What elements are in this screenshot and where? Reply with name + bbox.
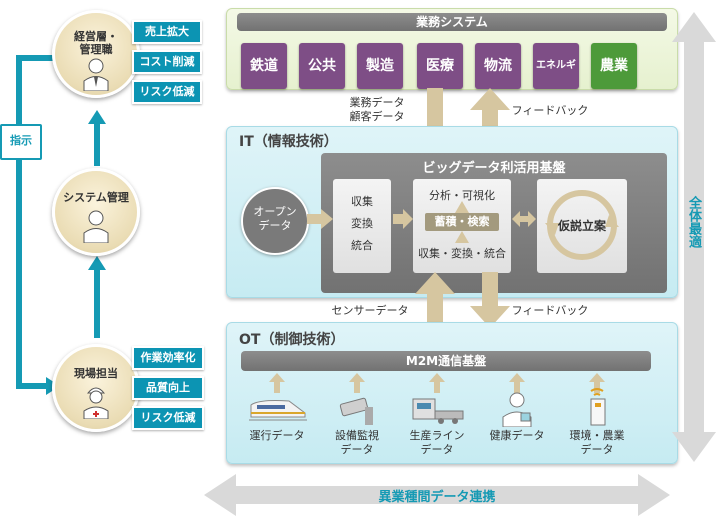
arrow-system-to-management-shaft xyxy=(94,120,100,166)
instruction-box xyxy=(0,124,42,160)
overall-optimization-label: 全体最適 xyxy=(686,196,701,248)
arrow-it-to-ot-icon xyxy=(470,272,510,328)
arrow-up-icon xyxy=(269,373,285,393)
arrow-up-small-icon xyxy=(455,201,469,213)
source-health-data: 健康データ xyxy=(489,429,545,442)
industry-public: 公共 xyxy=(299,43,345,89)
train-icon xyxy=(249,400,307,421)
business-customer-data-label: 業務データ 顧客データ xyxy=(349,96,405,123)
environment-sensor-icon xyxy=(590,388,606,426)
source-operation-data: 運行データ xyxy=(249,429,305,442)
system-title: システム管理 xyxy=(63,191,129,204)
industry-logistics: 物流 xyxy=(475,43,521,89)
collect2-label: 収集・変換・統合 xyxy=(418,247,506,260)
lower-feedback-label: フィードバック xyxy=(511,304,589,317)
horizontal-double-arrow-icon xyxy=(204,474,670,516)
collect-box xyxy=(333,179,391,273)
arrow-bidirectional-icon xyxy=(512,211,536,227)
business-system-title: 業務システム xyxy=(237,13,667,31)
arrow-up-icon xyxy=(509,373,525,393)
ot-title: OT（制御技術） xyxy=(239,332,345,348)
cycle-icon xyxy=(545,190,619,260)
management-title: 経営層・ 管理職 xyxy=(74,30,118,56)
storage-box: 蓄積・検索 xyxy=(425,213,499,231)
connector-vertical-left xyxy=(16,55,22,389)
open-data-circle xyxy=(241,187,309,255)
analysis-label: 分析・可視化 xyxy=(429,189,495,202)
arrow-right-icon xyxy=(393,209,413,229)
upper-feedback-label: フィードバック xyxy=(511,104,589,117)
bigdata-platform-title: ビッグデータ利活用基盤 xyxy=(422,161,566,176)
security-camera-icon xyxy=(339,397,373,425)
arrow-right-icon xyxy=(307,209,333,229)
collect-label: 収集 変換 統合 xyxy=(351,195,373,252)
production-line-icon xyxy=(412,398,464,424)
m2m-platform: M2M通信基盤 xyxy=(241,351,651,371)
worker-person-icon xyxy=(83,387,109,419)
tag-cost-reduction: コスト削減 xyxy=(132,50,202,74)
ot-panel: OT（制御技術） M2M通信基盤 運行データ 設備監視 データ 生産ライン デー… xyxy=(226,322,678,464)
arrow-field-to-system-shaft xyxy=(94,266,100,338)
business-system-panel: 業務システム 鉄道 公共 製造 医療 物流 エネルギー 農業 xyxy=(226,8,678,117)
connector-field-to-instruction xyxy=(16,383,50,389)
tag-risk-reduction: リスク低減 xyxy=(132,80,202,104)
field-circle: 現場担当 xyxy=(52,344,140,432)
arrow-up-small-icon xyxy=(455,231,469,243)
tag-quality-improvement: 品質向上 xyxy=(132,376,204,400)
industry-energy: エネルギー xyxy=(533,43,579,117)
industry-agriculture: 農業 xyxy=(591,43,637,89)
source-environment-agri-data: 環境・農業 データ xyxy=(569,429,625,456)
open-data-label: オープン データ xyxy=(253,205,297,232)
connector-management-to-instruction xyxy=(16,55,58,61)
industry-railway: 鉄道 xyxy=(241,43,287,89)
arrow-up-icon xyxy=(88,110,106,124)
arrow-it-to-business-icon xyxy=(470,88,510,148)
sensor-data-label: センサーデータ xyxy=(331,304,409,317)
it-title: IT（情報技術） xyxy=(239,134,338,150)
source-facility-monitoring-data: 設備監視 データ xyxy=(335,429,379,456)
industry-manufacturing: 製造 xyxy=(357,43,403,89)
arrow-up-icon xyxy=(589,373,605,393)
hypothesis-label: 仮説立案 xyxy=(557,219,606,233)
cross-industry-label: 異業種間データ連携 xyxy=(378,490,496,505)
it-panel: IT（情報技術） ビッグデータ利活用基盤 オープン データ 収集 変換 統合 分… xyxy=(226,126,678,298)
management-circle: 経営層・ 管理職 xyxy=(52,10,140,98)
tag-sales-growth: 売上拡大 xyxy=(132,20,202,44)
field-title: 現場担当 xyxy=(74,367,118,380)
tag-work-efficiency: 作業効率化 xyxy=(132,346,204,370)
system-circle: システム管理 xyxy=(52,168,140,256)
health-person-icon xyxy=(502,392,532,427)
vertical-double-arrow-icon xyxy=(672,12,716,462)
industry-medical: 医療 xyxy=(417,43,463,89)
tag-field-risk-reduction: リスク低減 xyxy=(132,406,204,430)
instruction-label: 指示 xyxy=(10,134,32,147)
source-production-line-data: 生産ライン データ xyxy=(409,429,465,456)
executive-person-icon xyxy=(83,58,109,91)
arrow-ot-to-it-icon xyxy=(415,272,455,328)
arrow-up-icon xyxy=(429,373,445,393)
system-admin-person-icon xyxy=(83,210,109,243)
arrow-up-icon xyxy=(88,256,106,270)
arrow-up-icon xyxy=(349,373,365,393)
